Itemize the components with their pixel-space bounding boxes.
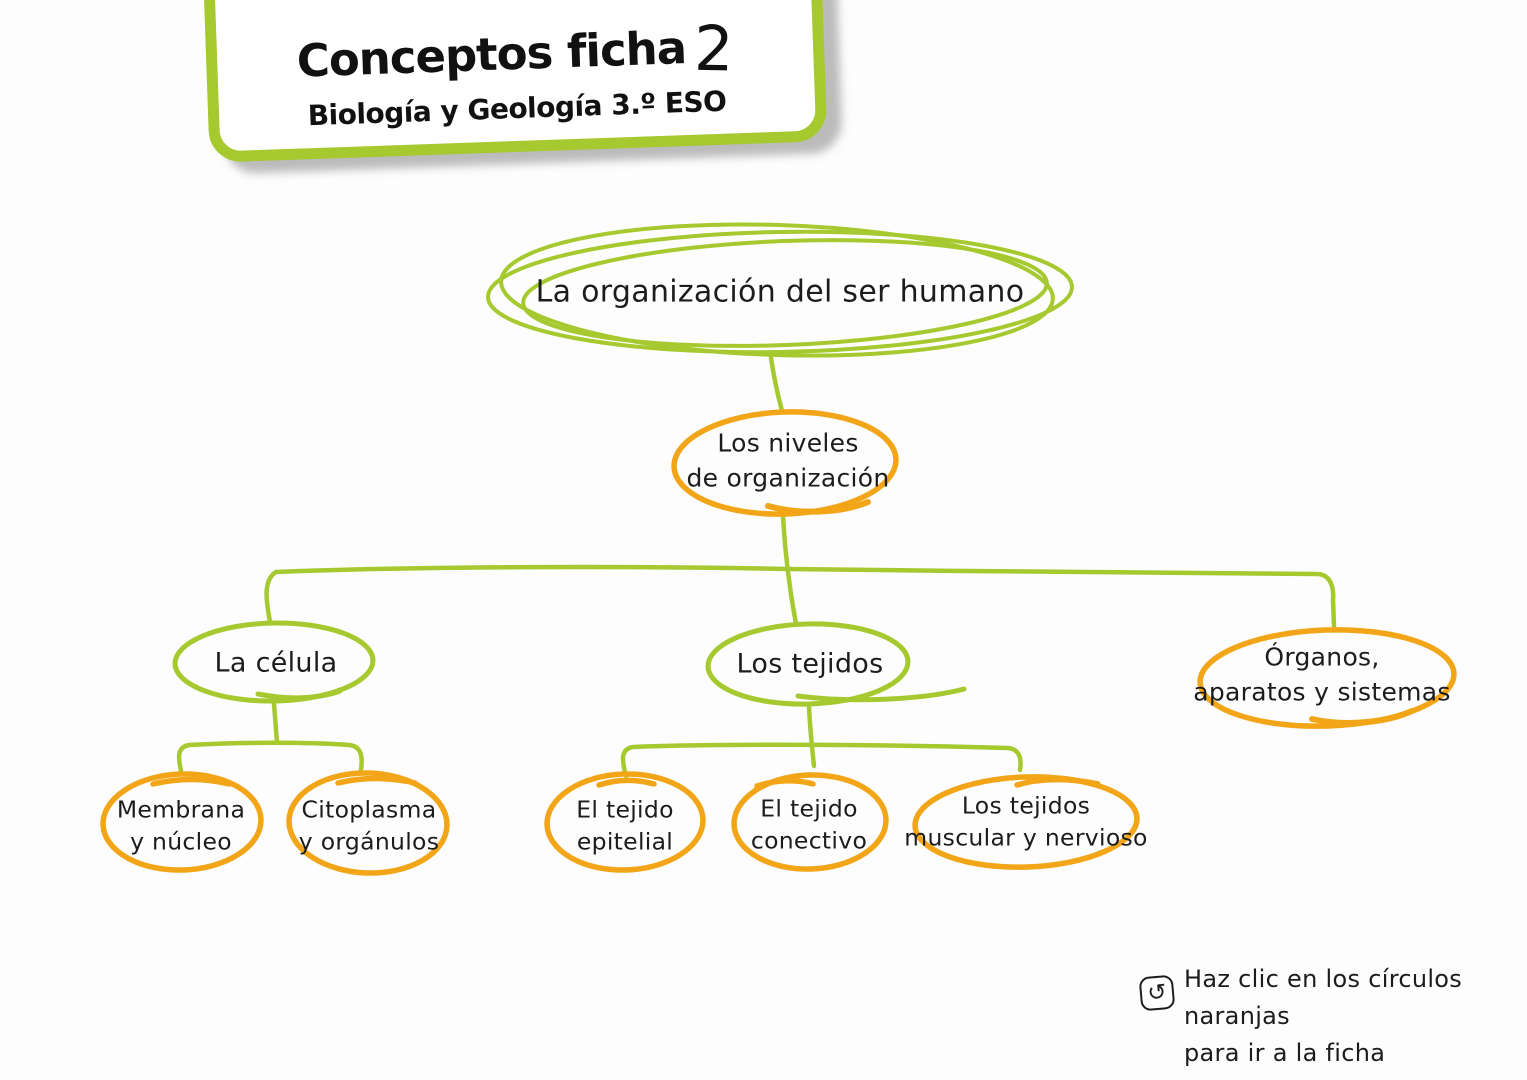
node-label-niveles[interactable]: Los niveles de organización	[686, 428, 890, 493]
membrana-flourish	[150, 776, 232, 787]
conectivo-flourish	[754, 778, 816, 789]
card-title-text: Conceptos ficha	[295, 21, 687, 88]
node-label-muscular[interactable]: Los tejidos muscular y nervioso	[904, 791, 1148, 852]
card-title: Conceptos ficha 2	[295, 11, 735, 90]
node-ellipse-tejidos	[705, 621, 967, 707]
node-label-citoplasma[interactable]: Citoplasma y orgánulos	[298, 795, 440, 856]
connector-celula-bracket	[176, 740, 364, 774]
node-ellipse-membrana[interactable]	[100, 771, 264, 873]
header-card: Conceptos ficha 2 Biología y Geología 3.…	[202, 0, 828, 163]
node-ellipse-organos[interactable]	[1197, 626, 1457, 731]
connector-tejidos-stem	[806, 704, 817, 769]
connector-root-to-niveles	[768, 355, 785, 414]
node-label-celula: La célula	[214, 647, 338, 679]
node-ellipse-epitelial[interactable]	[544, 771, 706, 873]
organos-flourish	[1309, 708, 1415, 726]
connector-lines	[176, 355, 1337, 779]
connector-niveles-to-tejidos	[780, 514, 799, 627]
node-ellipse-celula	[172, 620, 376, 704]
celula-flourish	[255, 688, 343, 701]
epitelial-flourish	[596, 777, 657, 788]
node-label-membrana[interactable]: Membrana y núcleo	[116, 795, 246, 856]
card-subtitle: Biología y Geología 3.º ESO	[307, 84, 727, 133]
node-label-tejidos: Los tejidos	[736, 648, 884, 680]
connector-top-bracket	[264, 564, 1337, 629]
undo-arrow-icon: ↺	[1138, 974, 1176, 1012]
connector-tejidos-bracket	[620, 742, 1023, 779]
node-ellipse-conectivo[interactable]	[731, 772, 889, 872]
node-ellipse-root	[486, 222, 1074, 358]
node-label-epitelial[interactable]: El tejido epitelial	[576, 795, 674, 856]
node-label-organos[interactable]: Órganos, aparatos y sistemas	[1193, 642, 1451, 707]
tejidos-flourish	[795, 686, 967, 703]
muscular-flourish	[1014, 776, 1101, 788]
card-title-number: 2	[693, 11, 735, 86]
connector-celula-stem	[271, 701, 280, 745]
node-ellipse-citoplasma[interactable]	[286, 770, 450, 876]
niveles-flourish	[765, 499, 871, 515]
node-label-root: La organización del ser humano	[535, 274, 1025, 310]
node-ellipse-muscular[interactable]	[912, 773, 1140, 871]
node-label-conectivo[interactable]: El tejido conectivo	[750, 794, 868, 855]
node-ellipse-niveles[interactable]	[671, 408, 899, 518]
note-text: Haz clic en los círculos naranjas para i…	[1184, 965, 1463, 1068]
citoplasma-flourish	[335, 775, 418, 786]
